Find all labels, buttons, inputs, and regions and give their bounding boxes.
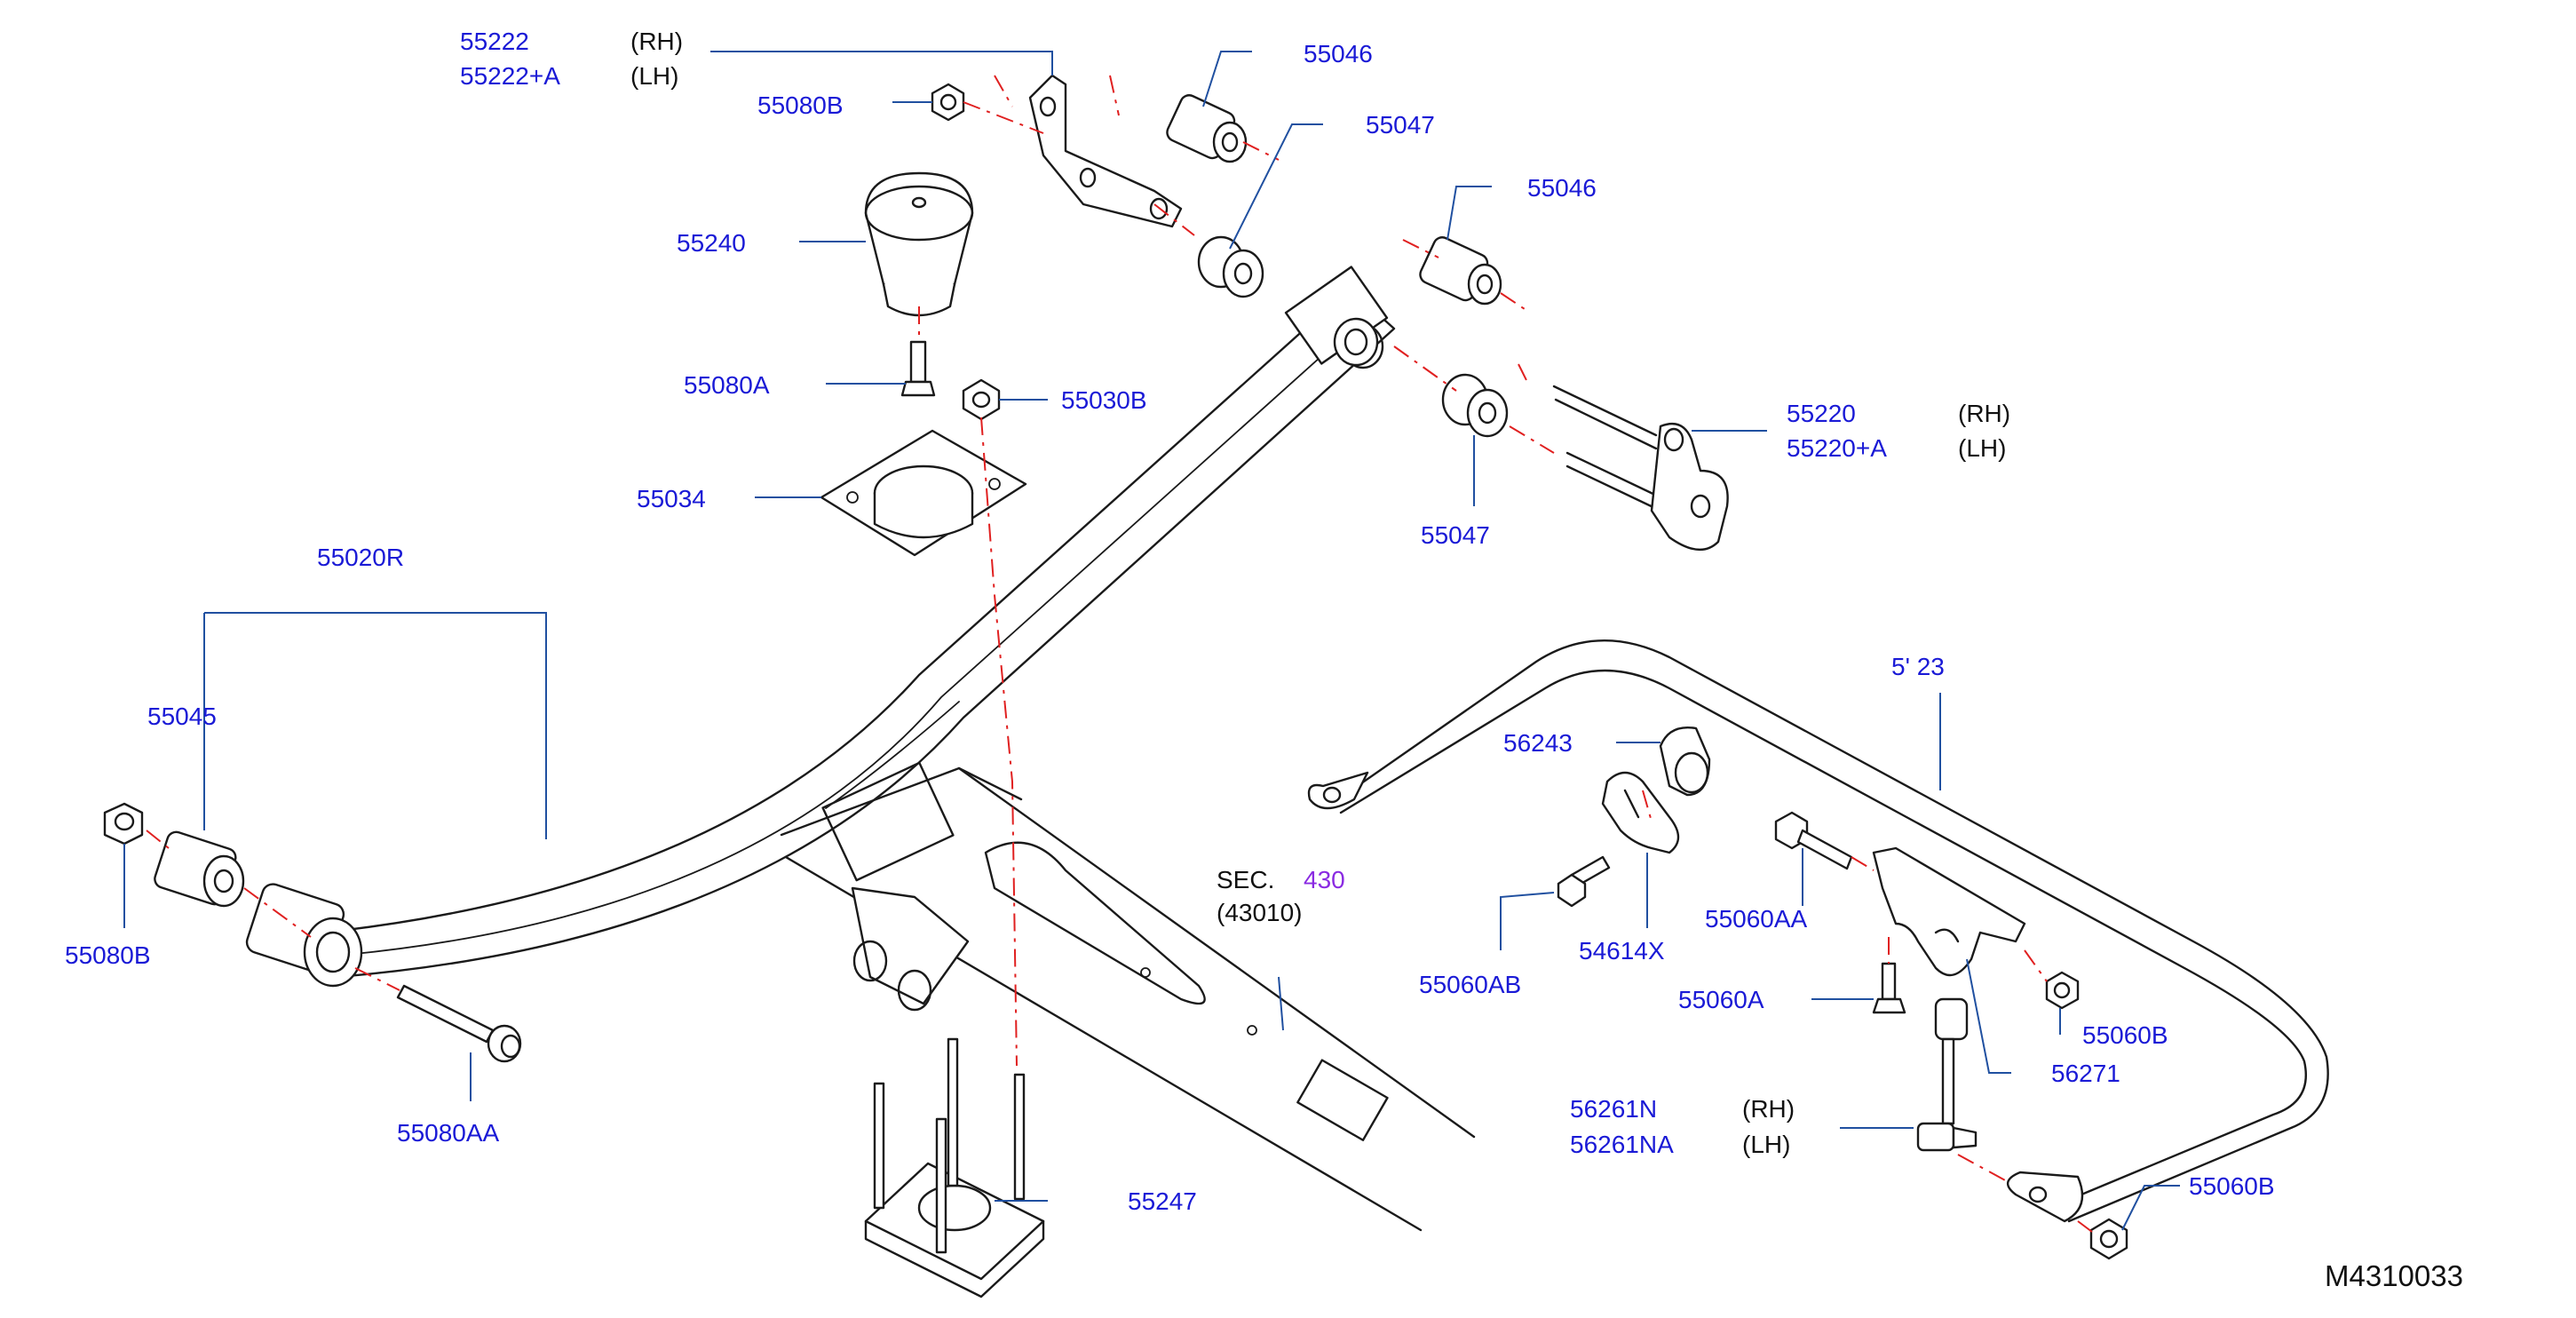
bracket-54614x — [1601, 771, 1680, 854]
part-number-p55046-mid[interactable]: 55046 — [1527, 174, 1597, 202]
shackle-55220 — [1552, 385, 1729, 552]
link-56261n — [1916, 997, 1978, 1152]
part-number-p56271[interactable]: 56271 — [2051, 1060, 2120, 1087]
part-number-p56261n[interactable]: 56261N — [1570, 1095, 1657, 1123]
shackle-55222 — [1028, 74, 1183, 228]
bolt-55080aa — [396, 984, 522, 1063]
stabilizer-bar-drawing — [1307, 639, 2329, 1223]
frame-drawing — [780, 761, 1476, 1232]
part-number-p55240[interactable]: 55240 — [677, 229, 746, 257]
side-label-p56261n: (RH) — [1742, 1095, 1795, 1123]
side-label-p55222: (RH) — [630, 28, 683, 55]
leader-lines — [123, 51, 2180, 1231]
part-number-p55034[interactable]: 55034 — [637, 485, 706, 512]
bushing-55046-mid — [1419, 236, 1502, 306]
nut-55080b-left — [103, 802, 144, 846]
part-number-p55020r[interactable]: 55020R — [317, 544, 404, 571]
section-number[interactable]: 430 — [1304, 866, 1345, 893]
part-number-p55047-mid[interactable]: 55047 — [1421, 521, 1490, 549]
part-number-p55045[interactable]: 55045 — [147, 703, 217, 730]
bushing-55045 — [154, 830, 245, 908]
part-number-p55046-top[interactable]: 55046 — [1304, 40, 1373, 67]
part-number-p55060b-mid[interactable]: 55060B — [2082, 1021, 2168, 1049]
part-number-p56261na[interactable]: 56261NA — [1570, 1131, 1674, 1158]
part-number-p55030b[interactable]: 55030B — [1061, 386, 1147, 414]
bolt-55060a — [1872, 962, 1906, 1014]
bracket-55034 — [820, 429, 1027, 557]
part-number-p55080a[interactable]: 55080A — [684, 371, 770, 399]
part-number-p55222a[interactable]: 55222+A — [460, 62, 560, 90]
bump-stop-55240 — [864, 171, 974, 317]
nut-55030b — [962, 378, 1001, 421]
part-number-p56243[interactable]: 56243 — [1503, 729, 1573, 757]
part-number-p55060aa[interactable]: 55060AA — [1705, 905, 1808, 933]
part-number-p56223[interactable]: 5' 23 — [1891, 653, 1945, 680]
leaf-spring-drawing — [322, 266, 1396, 979]
nut-55060b-low — [2089, 1218, 2128, 1260]
ubolt-plate-55247 — [864, 1037, 1045, 1298]
nut-55060b-mid — [2045, 971, 2080, 1010]
part-number-p55060b-low[interactable]: 55060B — [2189, 1172, 2275, 1200]
bushing-55047-top — [1197, 235, 1264, 298]
bushing-55047-mid — [1441, 373, 1509, 438]
part-number-p55220[interactable]: 55220 — [1787, 400, 1856, 427]
section-reference[interactable]: SEC. 430 (43010) — [1217, 866, 1345, 926]
side-label-p56261na: (LH) — [1742, 1131, 1790, 1158]
part-number-p55060ab[interactable]: 55060AB — [1419, 971, 1521, 998]
part-number-p55080aa[interactable]: 55080AA — [397, 1119, 500, 1147]
part-labels: 55222 (RH) 55222+A (LH) 55080B 55046 55047 5524… — [65, 28, 2275, 1215]
side-label-p55220: (RH) — [1958, 400, 2010, 427]
side-label-p55220a: (LH) — [1958, 434, 2006, 462]
part-number-p55222[interactable]: 55222 — [460, 28, 529, 55]
part-number-p54614x[interactable]: 54614X — [1579, 937, 1665, 965]
part-number-p55247[interactable]: 55247 — [1128, 1187, 1197, 1215]
bracket-56271 — [1872, 846, 2026, 977]
drawing-code: M4310033 — [2325, 1259, 2463, 1292]
spring-eye-front — [245, 883, 363, 988]
side-label-p55222a: (LH) — [630, 62, 678, 90]
center-lines — [146, 75, 2096, 1235]
part-number-p55080b-top[interactable]: 55080B — [757, 91, 844, 119]
bolt-55080a — [900, 340, 936, 397]
part-number-p55080b-left[interactable]: 55080B — [65, 941, 151, 969]
part-number-p55220a[interactable]: 55220+A — [1787, 434, 1887, 462]
bushing-56243 — [1659, 726, 1711, 797]
section-sub-number: (43010) — [1217, 899, 1303, 926]
bolt-55060ab — [1557, 855, 1611, 908]
nut-55080b-top — [931, 83, 965, 122]
bushing-55046-top — [1166, 94, 1248, 163]
part-number-p55047-top[interactable]: 55047 — [1366, 111, 1435, 139]
section-prefix: SEC. — [1217, 866, 1274, 893]
part-number-p55060a[interactable]: 55060A — [1678, 986, 1764, 1013]
bolt-55060aa — [1774, 811, 1853, 870]
